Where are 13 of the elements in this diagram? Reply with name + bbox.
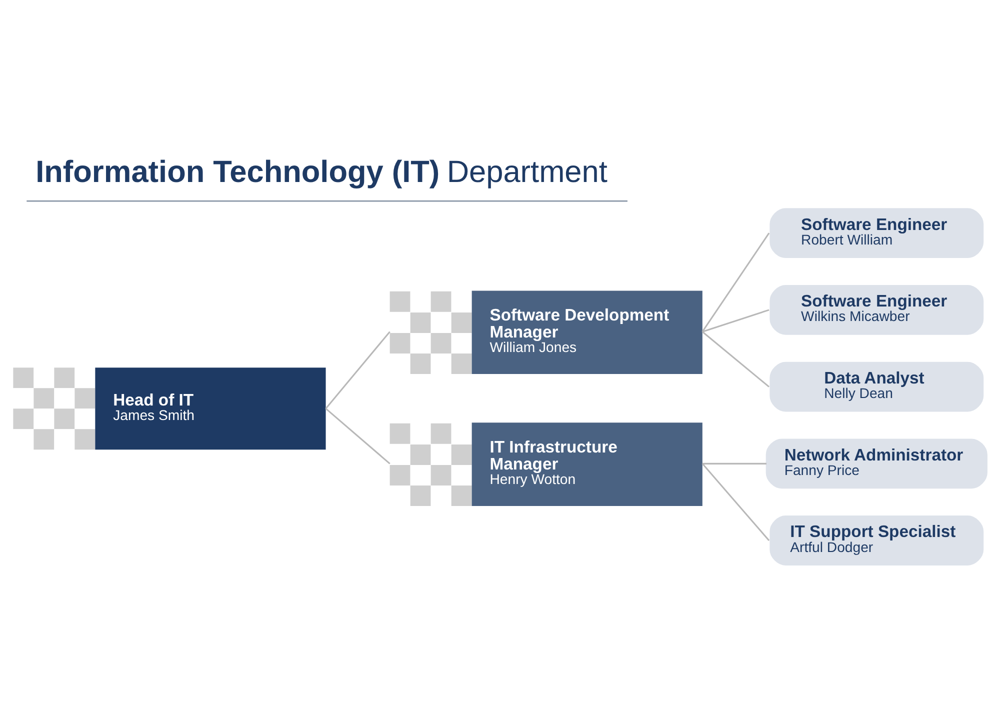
- connector: [702, 463, 770, 542]
- connector: [702, 309, 770, 332]
- connector: [702, 462, 766, 464]
- node-box: Software Engineer Wilkins Micawber: [770, 284, 984, 335]
- node-box: Software Engineer Robert William: [770, 208, 984, 258]
- node-box: IT Support Specialist Artful Dodger: [770, 516, 984, 566]
- connector: [702, 331, 770, 388]
- diagram-title: Information Technology (IT) Department: [36, 154, 608, 190]
- connector: [702, 232, 770, 332]
- connector: [325, 331, 390, 410]
- connector: [325, 408, 390, 464]
- node-box: Data Analyst Nelly Dean: [770, 362, 984, 412]
- node-box: Network Administrator Fanny Price: [766, 438, 988, 489]
